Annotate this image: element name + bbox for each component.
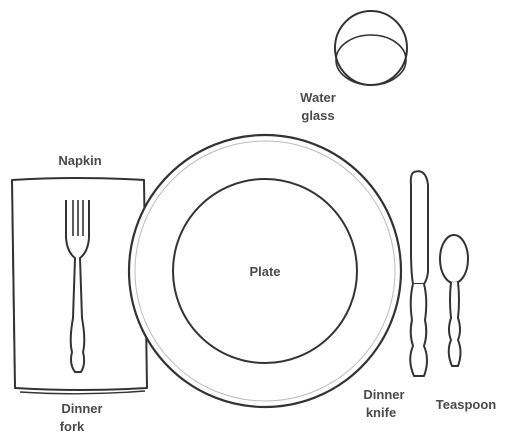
dinner-fork-label-line2: fork: [60, 419, 85, 434]
water-glass-label-line2: glass: [301, 108, 334, 123]
plate-label: Plate: [249, 264, 280, 279]
dinner-knife-label-line1: Dinner: [363, 387, 404, 402]
napkin: [12, 178, 147, 394]
teaspoon-label: Teaspoon: [436, 397, 496, 412]
dinner-knife: [410, 171, 428, 376]
water-glass-label-line1: Water: [300, 90, 336, 105]
napkin-label: Napkin: [58, 153, 101, 168]
dinner-fork-label-line1: Dinner: [61, 401, 102, 416]
water-glass: [335, 11, 407, 85]
dinner-knife-label-line2: knife: [366, 405, 396, 420]
teaspoon: [440, 235, 468, 366]
